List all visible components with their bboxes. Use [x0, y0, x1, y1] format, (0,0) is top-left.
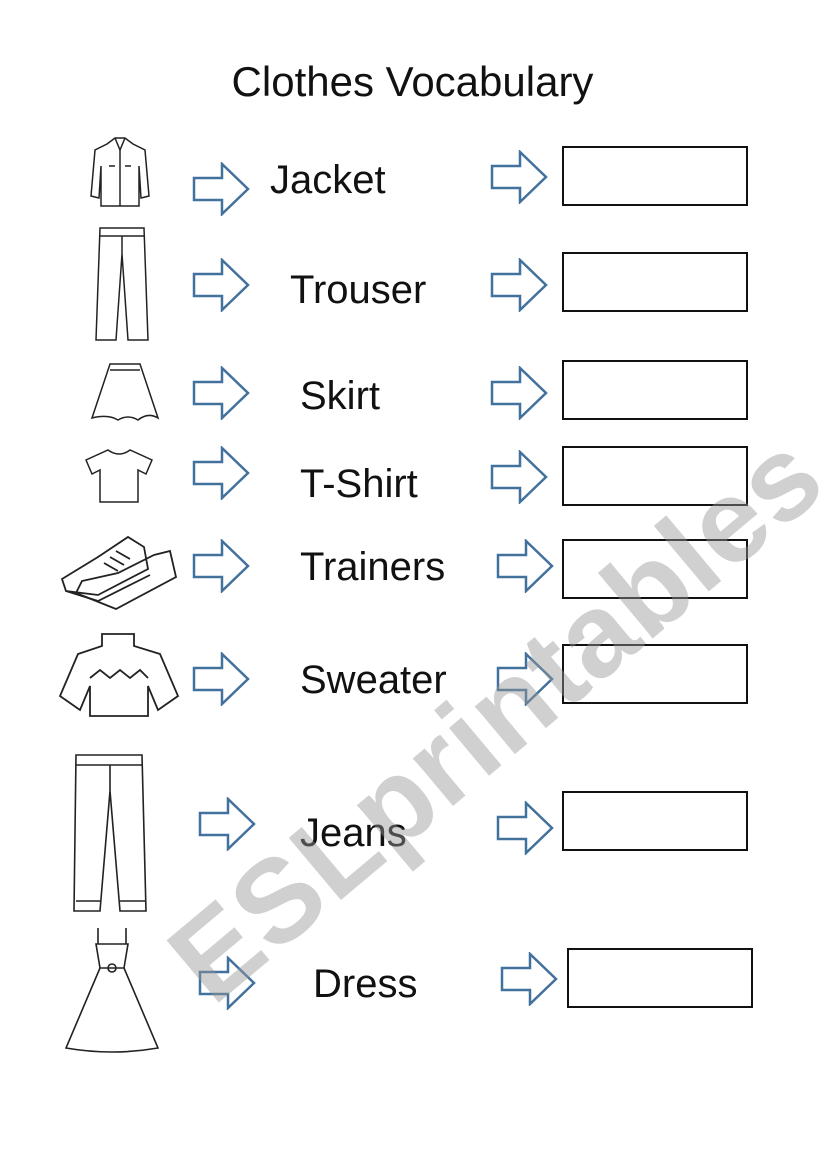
arrow-right-icon: [500, 952, 558, 1006]
tshirt-icon: [85, 449, 153, 503]
vocab-word: Trouser: [290, 268, 427, 312]
arrow-right-icon: [192, 366, 250, 420]
vocab-word: T-Shirt: [300, 462, 418, 506]
answer-box[interactable]: [562, 539, 748, 599]
dress-icon: [64, 928, 160, 1053]
skirt-icon: [90, 363, 160, 421]
vocab-row-skirt: Skirt: [0, 360, 821, 421]
trousers-icon: [95, 227, 149, 341]
watermark: ESLprintables.com: [144, 228, 821, 1028]
vocab-row-dress: Dress: [0, 928, 821, 1053]
vocab-row-trainers: Trainers: [0, 535, 821, 610]
arrow-right-icon: [490, 450, 548, 504]
arrow-right-icon: [496, 801, 554, 855]
arrow-right-icon: [496, 652, 554, 706]
page-title: Clothes Vocabulary: [231, 58, 594, 105]
vocab-row-tshirt: T-Shirt: [0, 446, 821, 506]
vocab-word: Trainers: [300, 545, 446, 589]
jeans-icon: [73, 754, 147, 912]
vocab-word: Skirt: [300, 374, 380, 418]
jacket-icon: [90, 137, 150, 207]
arrow-right-icon: [490, 366, 548, 420]
answer-box[interactable]: [567, 948, 753, 1008]
arrow-right-icon: [192, 539, 250, 593]
answer-box[interactable]: [562, 644, 748, 704]
vocab-row-sweater: Sweater: [0, 633, 821, 717]
answer-box[interactable]: [562, 252, 748, 312]
vocab-row-jeans: Jeans: [0, 754, 821, 912]
sweater-icon: [58, 633, 180, 717]
vocab-word: Jeans: [300, 811, 407, 855]
trainers-icon: [60, 535, 178, 610]
arrow-right-icon: [192, 446, 250, 500]
arrow-right-icon: [192, 162, 250, 216]
vocab-word: Dress: [313, 962, 418, 1006]
vocab-word: Jacket: [270, 158, 386, 202]
answer-box[interactable]: [562, 146, 748, 206]
arrow-right-icon: [496, 539, 554, 593]
vocab-row-jacket: Jacket: [0, 137, 821, 206]
arrow-right-icon: [198, 797, 256, 851]
arrow-right-icon: [192, 258, 250, 312]
answer-box[interactable]: [562, 791, 748, 851]
arrow-right-icon: [490, 150, 548, 204]
arrow-right-icon: [490, 258, 548, 312]
vocab-word: Sweater: [300, 658, 447, 702]
arrow-right-icon: [192, 652, 250, 706]
answer-box[interactable]: [562, 446, 748, 506]
arrow-right-icon: [198, 956, 256, 1010]
vocab-row-trouser: Trouser: [0, 227, 821, 341]
answer-box[interactable]: [562, 360, 748, 420]
